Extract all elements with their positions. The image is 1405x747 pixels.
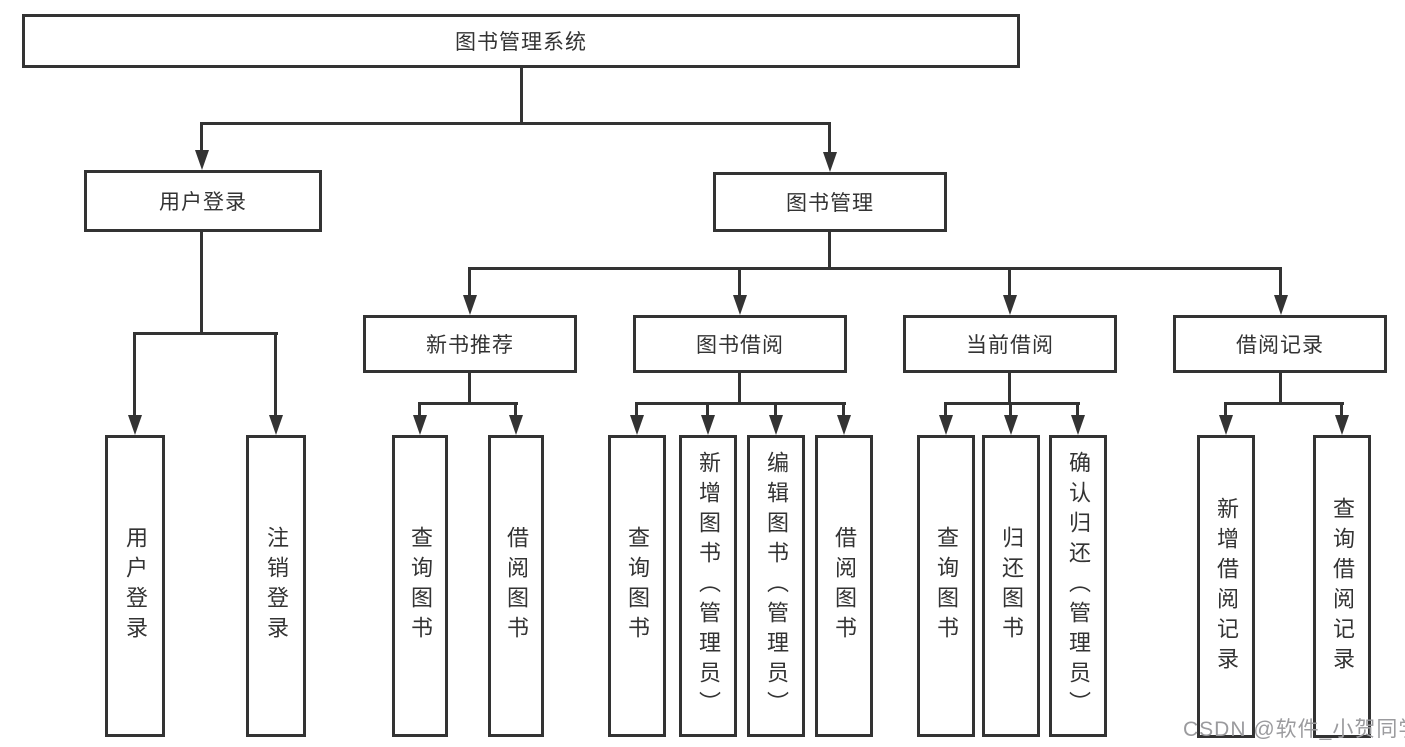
leaf-borrow-books: 借阅图书 <box>815 435 873 737</box>
connector-line <box>200 230 203 335</box>
connector-line <box>468 267 1282 270</box>
leaf-query-borrow-record: 查询借阅记录 <box>1313 435 1371 738</box>
arrow-down-icon <box>128 415 142 435</box>
connector-line <box>468 267 471 297</box>
connector-line <box>520 66 523 125</box>
leaf-query-books-recommend: 查询图书 <box>392 435 448 737</box>
connector-line <box>418 402 421 417</box>
node-book-borrow: 图书借阅 <box>633 315 847 373</box>
connector-line <box>1340 402 1343 417</box>
connector-line <box>738 267 741 297</box>
connector-line <box>774 402 777 417</box>
node-borrow-records: 借阅记录 <box>1173 315 1387 373</box>
connector-line <box>706 402 709 417</box>
connector-line <box>1008 267 1011 297</box>
connector-line <box>133 332 278 335</box>
connector-line <box>828 122 831 154</box>
arrow-down-icon <box>509 415 523 435</box>
connector-line <box>1008 371 1011 405</box>
arrow-down-icon <box>195 150 209 170</box>
connector-line <box>1279 371 1282 405</box>
arrow-down-icon <box>823 152 837 172</box>
connector-line <box>842 402 845 417</box>
arrow-down-icon <box>837 415 851 435</box>
connector-line <box>1224 402 1344 405</box>
connector-line <box>514 402 517 417</box>
leaf-user-login: 用户登录 <box>105 435 165 737</box>
connector-line <box>468 371 471 405</box>
node-user-login: 用户登录 <box>84 170 322 232</box>
leaf-query-books-current: 查询图书 <box>917 435 975 737</box>
connector-line <box>1076 402 1079 417</box>
arrow-down-icon <box>939 415 953 435</box>
connector-line <box>200 122 831 125</box>
arrow-down-icon <box>1003 295 1017 315</box>
connector-line <box>635 402 846 405</box>
arrow-down-icon <box>1071 415 1085 435</box>
arrow-down-icon <box>1219 415 1233 435</box>
connector-line <box>738 371 741 405</box>
arrow-down-icon <box>463 295 477 315</box>
connector-line <box>1279 267 1282 297</box>
connector-line <box>418 402 518 405</box>
arrow-down-icon <box>733 295 747 315</box>
arrow-down-icon <box>701 415 715 435</box>
leaf-confirm-return-admin: 确认归还（管理员） <box>1049 435 1107 737</box>
arrow-down-icon <box>1004 415 1018 435</box>
leaf-edit-book-admin: 编辑图书（管理员） <box>747 435 805 737</box>
connector-line <box>1224 402 1227 417</box>
arrow-down-icon <box>413 415 427 435</box>
connector-line <box>274 332 277 417</box>
watermark: CSDN @软件_小贺同学 <box>1183 718 1405 741</box>
node-library-system: 图书管理系统 <box>22 14 1020 68</box>
leaf-add-book-admin: 新增图书（管理员） <box>679 435 737 737</box>
arrow-down-icon <box>269 415 283 435</box>
arrow-down-icon <box>1274 295 1288 315</box>
arrow-down-icon <box>1335 415 1349 435</box>
connector-line <box>828 230 831 270</box>
leaf-add-borrow-record: 新增借阅记录 <box>1197 435 1255 738</box>
node-new-book-recommend: 新书推荐 <box>363 315 577 373</box>
leaf-return-books: 归还图书 <box>982 435 1040 737</box>
leaf-borrow-books-recommend: 借阅图书 <box>488 435 544 737</box>
node-current-borrow: 当前借阅 <box>903 315 1117 373</box>
arrow-down-icon <box>769 415 783 435</box>
leaf-logout: 注销登录 <box>246 435 306 737</box>
arrow-down-icon <box>630 415 644 435</box>
connector-line <box>944 402 1080 405</box>
leaf-query-books-borrow: 查询图书 <box>608 435 666 737</box>
connector-line <box>200 122 203 152</box>
connector-line <box>944 402 947 417</box>
connector-line <box>1009 402 1012 417</box>
connector-line <box>133 332 136 417</box>
node-book-management: 图书管理 <box>713 172 947 232</box>
connector-line <box>635 402 638 417</box>
